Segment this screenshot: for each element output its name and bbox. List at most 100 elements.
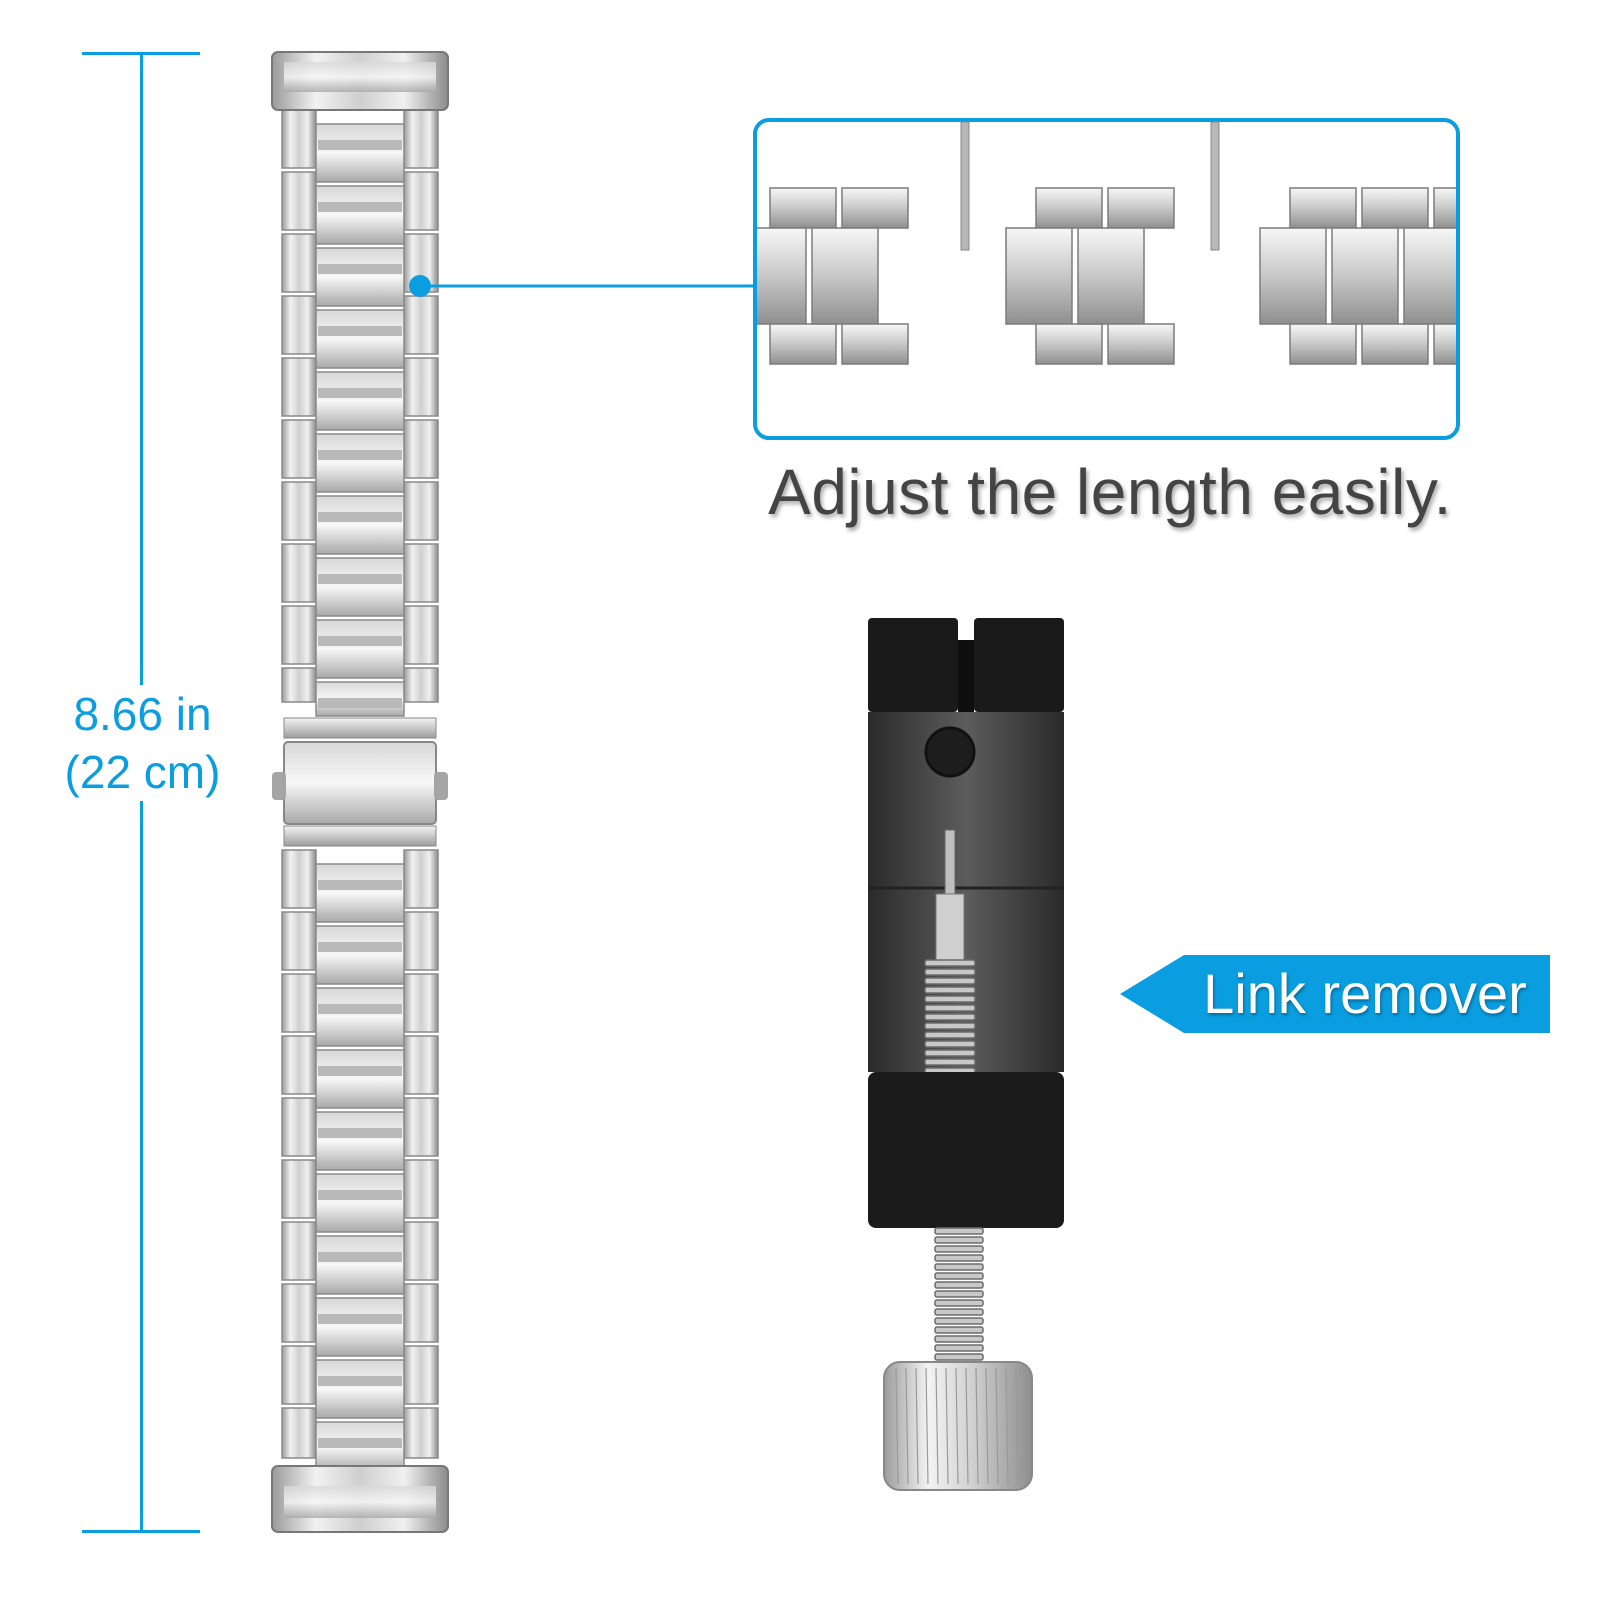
thread-turn (934, 1263, 984, 1271)
band-link-groove (318, 264, 402, 274)
band-link-groove (318, 698, 402, 708)
zoomed-links (755, 187, 1458, 365)
link-pin-right (1210, 121, 1220, 251)
band-link-outer (403, 1221, 439, 1281)
band-link-outer (403, 1345, 439, 1405)
band-link-groove (318, 140, 402, 150)
thread-turn (924, 1040, 976, 1048)
band-link-outer (403, 481, 439, 541)
thread-turn (934, 1272, 984, 1280)
zoom-link-middle (1077, 227, 1145, 325)
thread-turn (934, 1326, 984, 1334)
band-link-outer (403, 1283, 439, 1343)
link-remover-label: Link remover (1203, 962, 1527, 1025)
band-link-groove (318, 388, 402, 398)
thread-turn (934, 1236, 984, 1244)
tool-collar (868, 1072, 1064, 1228)
band-link-center (315, 1111, 405, 1171)
thread-turn (934, 1245, 984, 1253)
knurl-line (1005, 1367, 1009, 1485)
thread-turn (924, 968, 976, 976)
band-link-center (315, 185, 405, 245)
zoom-link-top (769, 187, 837, 229)
thread-turn (934, 1281, 984, 1289)
callout-frame (753, 118, 1460, 440)
thread-turn (924, 959, 976, 967)
knurl-line (1015, 1367, 1019, 1485)
zoom-link-middle (1005, 227, 1073, 325)
thread-turn (924, 977, 976, 985)
thread-turn (924, 1004, 976, 1012)
zoom-link-top (1035, 187, 1103, 229)
link-pin-left (960, 121, 970, 251)
band-link-groove (318, 1066, 402, 1076)
knurl-line (985, 1367, 989, 1485)
zoom-link-middle (1403, 227, 1458, 325)
band-link-outer (403, 911, 439, 971)
thread-turn (934, 1299, 984, 1307)
band-link-center (315, 495, 405, 555)
tool-body-button-icon (924, 726, 976, 778)
dimension-length-in: 8.66 in (73, 688, 212, 740)
band-link-outer (281, 973, 317, 1033)
left-arrow-icon (1120, 955, 1550, 1033)
thread-turn (924, 1013, 976, 1021)
band-link-groove (318, 1314, 402, 1324)
band-link-center (315, 371, 405, 431)
thread-turn (934, 1290, 984, 1298)
knurl-line (915, 1367, 919, 1485)
knurl-line (975, 1367, 979, 1485)
band-link-groove (318, 1438, 402, 1448)
band-link-center (315, 863, 405, 923)
zoom-link-top (841, 187, 909, 229)
band-link-groove (318, 202, 402, 212)
band-link-groove (318, 326, 402, 336)
band-link-groove (318, 1128, 402, 1138)
zoom-link-bottom (769, 323, 837, 365)
thread-turn (934, 1227, 984, 1235)
zoom-link-bottom (1289, 323, 1357, 365)
thread-turn (924, 1022, 976, 1030)
band-link-outer (281, 171, 317, 231)
tool-spring-upper (924, 959, 976, 1075)
band-link-outer (281, 543, 317, 603)
band-clasp (272, 717, 448, 847)
knurl-line (895, 1367, 899, 1485)
thread-turn (934, 1353, 984, 1361)
band-link-center (315, 987, 405, 1047)
zoom-link-bottom (1035, 323, 1103, 365)
thread-turn (934, 1344, 984, 1352)
band-link-center (315, 925, 405, 985)
band-link-groove (318, 880, 402, 890)
band-link-outer (281, 605, 317, 665)
band-link-groove (318, 574, 402, 584)
zoom-link-bottom (841, 323, 909, 365)
band-link-outer (281, 1035, 317, 1095)
band-links (281, 109, 439, 1473)
knurl-line (945, 1367, 949, 1485)
band-link-groove (318, 1190, 402, 1200)
zoom-link-bottom (1361, 323, 1429, 365)
tool-screw-lower (934, 1227, 984, 1361)
band-link-outer (403, 849, 439, 909)
callout-caption: Adjust the length easily. (768, 456, 1452, 528)
band-link-center (315, 123, 405, 183)
knurl-line (955, 1367, 959, 1485)
band-link-outer (281, 849, 317, 909)
band-link-center (315, 619, 405, 679)
zoom-link-bottom (1107, 323, 1175, 365)
band-link-center (315, 247, 405, 307)
thread-turn (934, 1308, 984, 1316)
zoom-link-middle (1331, 227, 1399, 325)
band-link-outer (281, 1221, 317, 1281)
band-link-outer (281, 1283, 317, 1343)
band-link-center (315, 557, 405, 617)
thread-turn (934, 1254, 984, 1262)
band-link-outer (403, 605, 439, 665)
knurl-line (925, 1367, 929, 1485)
zoom-link-top (1289, 187, 1357, 229)
dimension-length-cm: (22 cm) (64, 746, 221, 798)
